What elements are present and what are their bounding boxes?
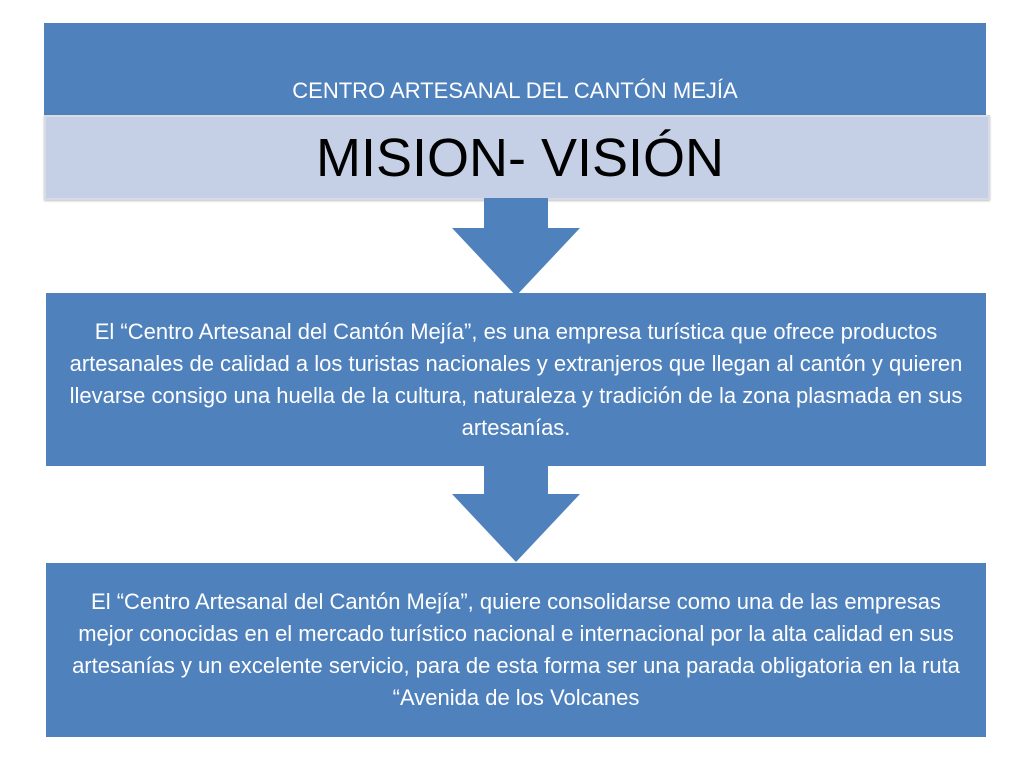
down-arrow-icon (452, 198, 580, 296)
header-box-text: CENTRO ARTESANAL DEL CANTÓN MEJÍA (292, 78, 738, 103)
vision-text: El “Centro Artesanal del Cantón Mejía”, … (72, 589, 960, 710)
down-arrow-icon (452, 464, 580, 562)
mission-text: El “Centro Artesanal del Cantón Mejía”, … (69, 318, 963, 440)
page-title: MISION- VISIÓN (316, 128, 725, 188)
mission-box: El “Centro Artesanal del Cantón Mejía”, … (46, 293, 986, 466)
title-band: MISION- VISIÓN (44, 115, 990, 200)
vision-box: El “Centro Artesanal del Cantón Mejía”, … (46, 563, 986, 737)
